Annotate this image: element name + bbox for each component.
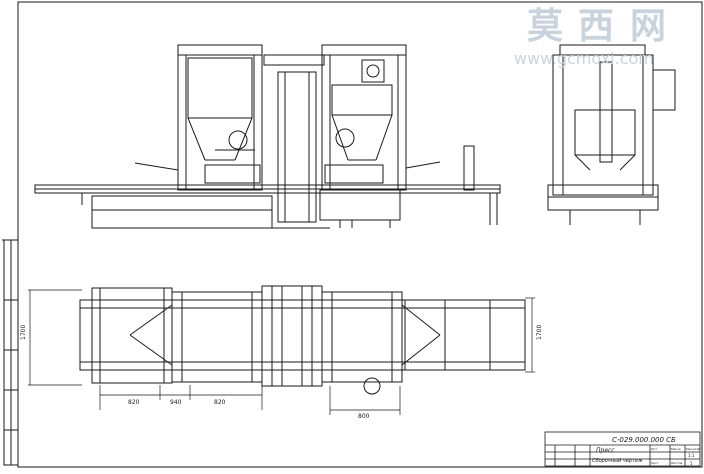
plan-press-right xyxy=(321,291,403,383)
dim-right-height: 1700 xyxy=(536,325,543,340)
sheets-value: 1 xyxy=(690,461,693,466)
plan-left-frame xyxy=(91,287,173,384)
watermark-char-3: 网 xyxy=(630,6,666,47)
front-base-right xyxy=(319,189,401,221)
front-center-column xyxy=(277,71,317,223)
side-view xyxy=(547,44,676,225)
plan-motor xyxy=(363,377,381,395)
front-base-left xyxy=(91,195,273,229)
dim-c: 820 xyxy=(214,399,226,406)
dim-a: 820 xyxy=(128,399,140,406)
plan-press-left xyxy=(171,291,263,383)
label-lit: Лит. xyxy=(651,447,658,451)
label-sheets: Листов xyxy=(671,461,682,465)
side-press-frame xyxy=(552,54,654,196)
watermark-char-2: 西 xyxy=(578,6,614,47)
dim-left-height: 1700 xyxy=(20,325,27,340)
front-motor xyxy=(361,59,385,83)
side-ram xyxy=(599,61,613,163)
title-block xyxy=(544,431,701,467)
plan-center-module xyxy=(261,285,323,387)
watermark-char-1: 莫 xyxy=(527,6,563,47)
drawing-frame xyxy=(17,1,703,468)
plan-view xyxy=(79,285,526,395)
doc-number: С-029.000.000 СБ xyxy=(612,436,676,444)
drawing-name-line1: Пресс xyxy=(596,447,615,454)
label-scale: Масштаб xyxy=(686,447,700,451)
dim-d: 800 xyxy=(358,413,370,420)
scale-value: 1:1 xyxy=(688,453,695,458)
front-press-right-frame xyxy=(321,44,407,191)
watermark-url: www.gcmoxi.com xyxy=(514,49,654,68)
watermark: 莫 西 网 www.gcmoxi.com xyxy=(514,6,666,68)
label-sheet: Лист xyxy=(651,461,659,465)
drawing-name-line2: Сборочный чертеж xyxy=(592,458,643,464)
dim-b: 940 xyxy=(170,399,182,406)
dimension-lines xyxy=(28,289,535,415)
label-mass: Масса xyxy=(671,447,681,451)
front-view xyxy=(34,44,501,229)
